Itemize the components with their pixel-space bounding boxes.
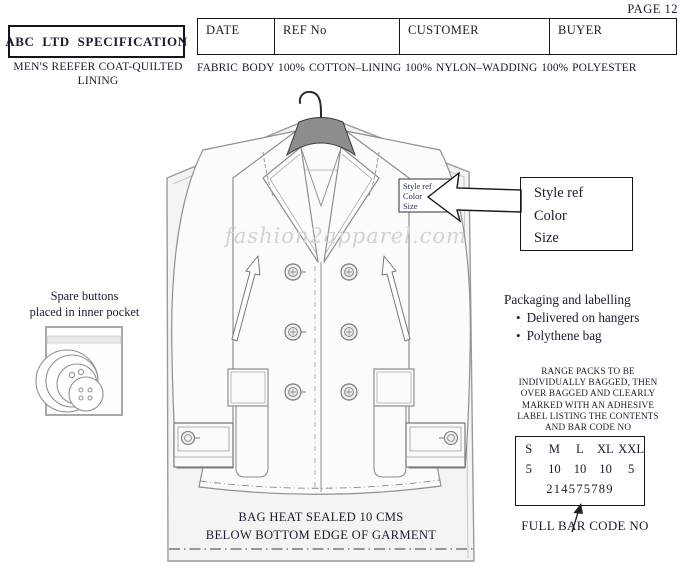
product-title: MEN'S REEFER COAT-QUILTED LINING	[0, 61, 196, 88]
range-note-line3: OVER BAGGED AND CLEARLY	[520, 388, 656, 399]
size-pack-box: S M L XL XXL 5 10 10 10 5 214575789	[515, 436, 645, 506]
spare-buttons-note-line1: Spare buttons	[50, 289, 119, 303]
size-xl: XL	[596, 442, 614, 456]
spec-field-date: DATE	[206, 23, 240, 37]
bullet-icon	[516, 310, 527, 325]
range-note-line4: MARKED WITH AN ADHESIVE	[521, 399, 655, 410]
qty-xl: 10	[599, 462, 612, 476]
bag-heat-seal-note: BAG HEAT SEALED 10 CMS BELOW BOTTOM EDGE…	[171, 509, 471, 544]
bullet-icon	[516, 328, 527, 343]
product-title-line2: LINING	[77, 74, 119, 87]
range-note-line5: LABEL LISTING THE CONTENTS	[517, 410, 659, 421]
fabric-composition-note: FABRIC BODY 100% COTTON–LINING 100% NYLO…	[197, 62, 637, 74]
hang-tag-line2: Color	[403, 192, 422, 201]
hang-tag-line3: Size	[403, 202, 418, 211]
packaging-bullet-polythene-label: Polythene bag	[526, 328, 602, 343]
packaging-section: Packaging and labelling Delivered on han…	[496, 291, 680, 345]
company-spec-label: ABC LTD SPECIFICATION	[5, 33, 188, 49]
size-s: S	[525, 442, 533, 456]
size-row-sizes: S M L XL XXL	[516, 442, 644, 457]
company-spec-box: ABC LTD SPECIFICATION	[5, 25, 188, 58]
cuff-left	[173, 422, 234, 468]
spec-header-table: DATE REF No CUSTOMER BUYER	[197, 18, 677, 55]
size-xxl: XXL	[618, 442, 645, 456]
packaging-bullet-hangers: Delivered on hangers	[496, 309, 680, 327]
size-l: L	[575, 442, 584, 456]
packaging-bullet-polythene: Polythene bag	[496, 327, 680, 345]
range-pack-note: RANGE PACKS TO BE INDIVIDUALLY BAGGED, T…	[496, 366, 680, 433]
front-buttons	[284, 263, 358, 401]
pocket-left	[227, 368, 269, 478]
pocket-right	[373, 368, 415, 478]
range-note-line1: RANGE PACKS TO BE	[541, 366, 635, 376]
packaging-bullet-hangers-label: Delivered on hangers	[526, 310, 640, 325]
full-bar-code-caption: FULL BAR CODE NO	[521, 518, 649, 533]
spec-field-ref-no: REF No	[274, 19, 399, 54]
spare-buttons-note: Spare buttons placed in inner pocket	[2, 289, 167, 320]
cuff-right	[405, 422, 466, 468]
spec-field-customer: CUSTOMER	[399, 19, 549, 54]
coat-drawing	[171, 125, 471, 495]
product-title-line1: MEN'S REEFER COAT-QUILTED	[13, 61, 183, 73]
qty-m: 10	[548, 462, 561, 476]
grain-arrow-left	[231, 255, 261, 342]
size-m: M	[548, 442, 560, 456]
hang-tag-line1: Style ref	[403, 182, 432, 191]
hanger-icon	[285, 90, 357, 157]
qty-s: 5	[525, 462, 532, 476]
spare-buttons-bag	[35, 326, 123, 416]
bar-code-number: 214575789	[546, 482, 614, 496]
page-number: PAGE 12	[627, 2, 678, 16]
watermark-text: fashion2apparel.com	[223, 224, 467, 248]
style-ref-callout-box: Style ref Color Size	[520, 177, 633, 251]
range-note-line6: AND BAR CODE NO	[544, 422, 632, 433]
bag-heat-seal-line2: BELOW BOTTOM EDGE OF GARMENT	[205, 527, 437, 542]
range-note-line2: INDIVIDUALLY BAGGED, THEN	[518, 377, 658, 388]
spec-field-buyer: BUYER	[549, 19, 676, 54]
grain-arrow-right	[381, 255, 411, 342]
spare-buttons-note-line2: placed in inner pocket	[29, 304, 140, 319]
callout-arrow-icon	[426, 171, 522, 223]
qty-xxl: 5	[628, 462, 635, 476]
callout-line3: Size	[534, 230, 559, 246]
size-row-quantities: 5 10 10 10 5	[516, 462, 644, 477]
callout-line2: Color	[534, 207, 567, 224]
qty-l: 10	[573, 462, 587, 476]
callout-line1: Style ref	[534, 185, 584, 201]
bag-heat-seal-line1: BAG HEAT SEALED 10 CMS	[238, 510, 404, 524]
packaging-title: Packaging and labelling	[504, 292, 631, 307]
